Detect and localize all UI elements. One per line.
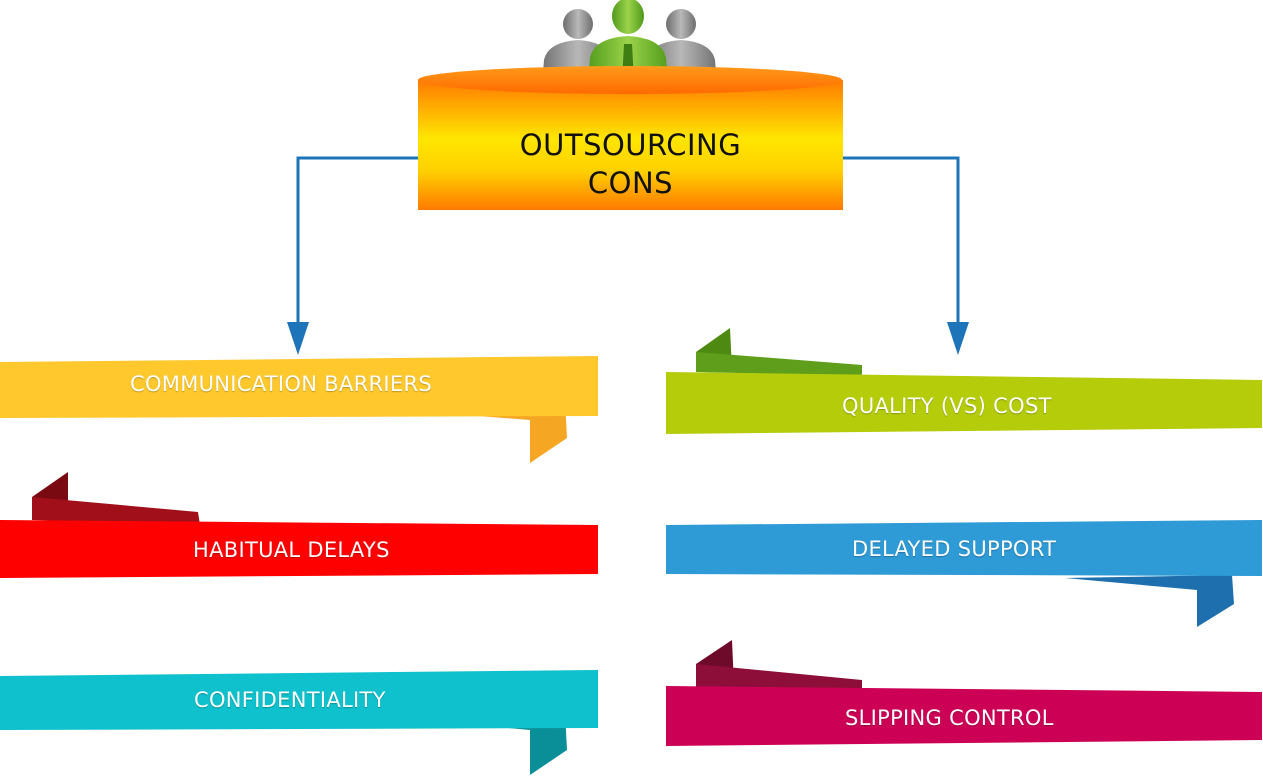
- ribbon-quality-vs-cost: [666, 328, 1262, 434]
- connector-left-arrow: [287, 156, 418, 355]
- label-delayed-support: DELAYED SUPPORT: [852, 537, 1057, 561]
- label-confidentiality: CONFIDENTIALITY: [194, 688, 386, 712]
- ribbon-confidentiality: [0, 670, 598, 775]
- label-habitual-delays: HABITUAL DELAYS: [193, 538, 390, 562]
- label-slipping-control: SLIPPING CONTROL: [845, 706, 1054, 730]
- label-quality-vs-cost: QUALITY (VS) COST: [842, 394, 1052, 418]
- header-box: [418, 66, 843, 210]
- ribbon-habitual-delays: [0, 472, 598, 578]
- ribbon-slipping-control: [666, 640, 1262, 746]
- connector-right-arrow: [843, 156, 969, 355]
- label-communication-barriers: COMMUNICATION BARRIERS: [130, 372, 432, 396]
- ribbon-delayed-support: [666, 520, 1262, 627]
- ribbon-communication-barriers: [0, 356, 598, 463]
- title-line-2: CONS: [587, 166, 674, 200]
- title-line-1: OUTSOURCING: [519, 128, 742, 162]
